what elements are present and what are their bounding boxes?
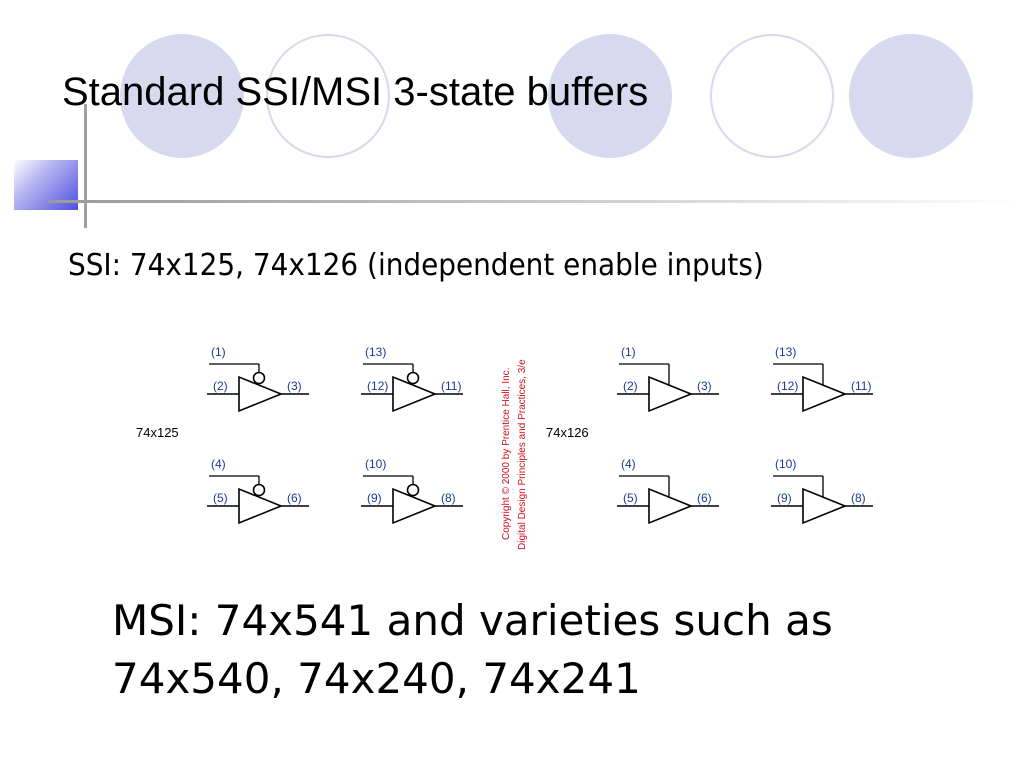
output-pin-label: (8) xyxy=(441,491,456,505)
inversion-bubble xyxy=(406,371,420,385)
msi-line-2: 74x540, 74x240, 74x241 xyxy=(112,654,641,703)
inversion-bubble xyxy=(406,483,420,497)
buffer-triangle xyxy=(392,487,438,525)
output-pin-label: (11) xyxy=(851,379,871,393)
enable-pin-label: (10) xyxy=(775,457,796,471)
input-pin-label: (12) xyxy=(777,379,798,393)
buffer-triangle xyxy=(648,487,694,525)
enable-pin-label: (10) xyxy=(365,457,386,471)
chip-name-label: 74x126 xyxy=(546,425,589,440)
input-pin-label: (9) xyxy=(777,491,792,505)
output-pin-label: (6) xyxy=(697,491,712,505)
input-pin-label: (2) xyxy=(623,379,638,393)
input-pin-label: (5) xyxy=(623,491,638,505)
output-pin-label: (3) xyxy=(287,379,302,393)
decor-circle-filled xyxy=(849,34,973,158)
inversion-bubble xyxy=(252,371,266,385)
enable-pin-label: (1) xyxy=(211,345,226,359)
enable-pin-label: (13) xyxy=(775,345,796,359)
enable-pin-label: (13) xyxy=(365,345,386,359)
buffer-triangle xyxy=(648,375,694,413)
inversion-bubble xyxy=(252,483,266,497)
slide-title: Standard SSI/MSI 3-state buffers xyxy=(62,70,649,114)
input-pin-label: (12) xyxy=(367,379,388,393)
copyright-line-2: Digital Design Principles and Practices,… xyxy=(517,359,528,550)
buffer-triangle xyxy=(238,487,284,525)
decor-circle-outline xyxy=(266,34,390,158)
output-pin-label: (6) xyxy=(287,491,302,505)
copyright-line-1: Copyright © 2000 by Prentice Hall, Inc. xyxy=(501,368,512,540)
decor-circle-filled xyxy=(548,34,672,158)
decor-circle-filled xyxy=(120,34,244,158)
input-pin-label: (9) xyxy=(367,491,382,505)
enable-pin-label: (4) xyxy=(211,457,226,471)
msi-line-1: MSI: 74x541 and varieties such as xyxy=(112,596,833,645)
chip-name-label: 74x125 xyxy=(136,425,179,440)
output-pin-label: (11) xyxy=(441,379,461,393)
msi-bullet: MSI: 74x541 and varieties such as 74x540… xyxy=(112,592,972,708)
output-pin-label: (3) xyxy=(697,379,712,393)
input-pin-label: (5) xyxy=(213,491,228,505)
input-pin-label: (2) xyxy=(213,379,228,393)
title-underline xyxy=(48,200,1024,203)
buffer-triangle xyxy=(392,375,438,413)
vertical-divider xyxy=(84,104,87,228)
buffer-triangle xyxy=(802,375,848,413)
enable-pin-label: (1) xyxy=(621,345,636,359)
enable-pin-label: (4) xyxy=(621,457,636,471)
ssi-bullet: SSI: 74x125, 74x126 (independent enable … xyxy=(68,248,764,283)
output-pin-label: (8) xyxy=(851,491,866,505)
buffer-triangle xyxy=(238,375,284,413)
decor-circle-outline xyxy=(710,34,834,158)
buffer-triangle xyxy=(802,487,848,525)
